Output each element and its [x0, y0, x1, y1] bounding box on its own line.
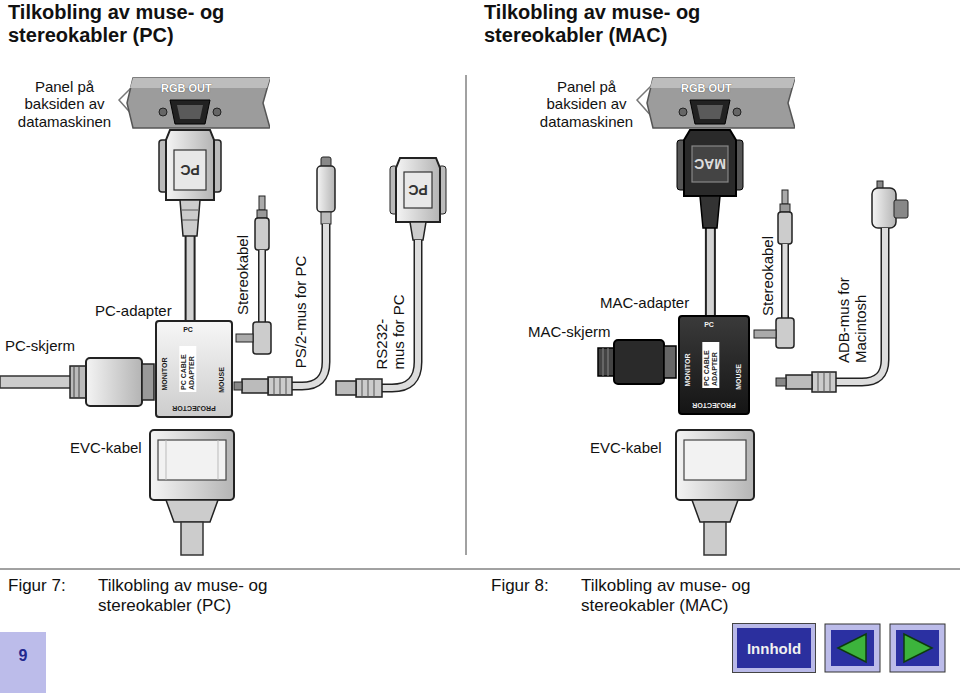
port-marking: MOUSE	[735, 364, 743, 390]
panel-label: Panel på baksiden av datamaskinen	[534, 78, 639, 130]
part-label: PC-skjerm	[5, 337, 75, 354]
part-label: PC-adapter	[95, 302, 172, 319]
figure-heading: Tilkobling av muse- og stereokabler (MAC…	[484, 1, 734, 47]
stereo-plug	[754, 190, 794, 348]
figure-number: Figur 7:	[8, 576, 66, 596]
adb-mouse-plug	[776, 181, 908, 392]
plug-marking: MAC	[694, 156, 726, 172]
port-screw	[679, 108, 687, 116]
vga-port	[690, 100, 730, 124]
panel-label: Panel på baksiden av datamaskinen	[12, 78, 117, 130]
port-screw	[733, 108, 741, 116]
panel-outline	[647, 78, 795, 128]
divider-line	[466, 75, 467, 555]
cable-label: Stereokabel	[759, 236, 776, 316]
adapter-name: PC CABLE ADAPTER	[179, 346, 196, 392]
port-screw	[159, 108, 167, 116]
plug-marking: PC	[408, 182, 427, 198]
rs232-mouse-plug	[336, 158, 446, 397]
port-label: RGB OUT	[161, 82, 212, 95]
vga-port	[170, 100, 210, 124]
part-label: MAC-skjerm	[528, 323, 611, 340]
cable-label: EVC-kabel	[590, 439, 662, 456]
port-marking: MONITOR	[161, 358, 169, 391]
figure-number: Figur 8:	[491, 576, 549, 596]
cable-adapter: PC MONITOR PC CABLE ADAPTER MOUSE PROJECTOR	[678, 315, 750, 415]
evc-plug	[150, 430, 234, 555]
cable-label: RS232- mus for PC	[373, 291, 408, 370]
part-label: MAC-adapter	[600, 294, 689, 311]
vga-port-pins	[697, 105, 723, 119]
port-marking: MONITOR	[684, 354, 692, 387]
figure-caption: Tilkobling av muse- og stereokabler (MAC…	[581, 576, 781, 615]
evc-plug	[676, 430, 754, 555]
divider-line	[0, 569, 960, 570]
cable-adapter: PC MONITOR PC CABLE ADAPTER MOUSE PROJECTOR	[155, 320, 233, 418]
figure-heading: Tilkobling av muse- og stereokabler (PC)	[8, 1, 258, 47]
button-label: Innhold	[747, 640, 801, 657]
computer-panel: RGB OUT	[645, 76, 795, 130]
mac-plug	[677, 130, 743, 228]
ps2-mouse-plug	[234, 157, 335, 395]
monitor-plug	[598, 340, 676, 384]
port-label: RGB OUT	[681, 82, 732, 95]
cable-label: Stereokabel	[234, 235, 251, 315]
vga-plug	[159, 130, 221, 236]
computer-panel: RGB OUT	[125, 76, 270, 130]
cable-label: ADB-mus for Macintosh	[835, 273, 870, 363]
panel-outline	[127, 78, 270, 128]
port-marking: PC	[704, 321, 714, 329]
monitor-plug	[0, 358, 154, 406]
plug-marking: PC	[180, 162, 199, 178]
port-marking: MOUSE	[218, 367, 226, 393]
figure-caption: Tilkobling av muse- og stereokabler (PC)	[98, 576, 298, 615]
port-marking: PROJECTOR	[172, 404, 215, 412]
nav-button: Innhold	[733, 624, 815, 672]
port-marking: PC	[183, 326, 193, 334]
page-number: 9	[19, 647, 28, 665]
port-screw	[213, 108, 221, 116]
back-button	[825, 624, 880, 672]
cable-label: PS/2-mus for PC	[292, 256, 309, 369]
vga-port-pins	[177, 105, 203, 119]
forward-button	[890, 624, 945, 672]
adapter-name: PC CABLE ADAPTER	[702, 342, 719, 388]
port-marking: PROJECTOR	[692, 401, 735, 409]
cable-label: EVC-kabel	[70, 439, 142, 456]
page-number-box	[0, 632, 46, 693]
